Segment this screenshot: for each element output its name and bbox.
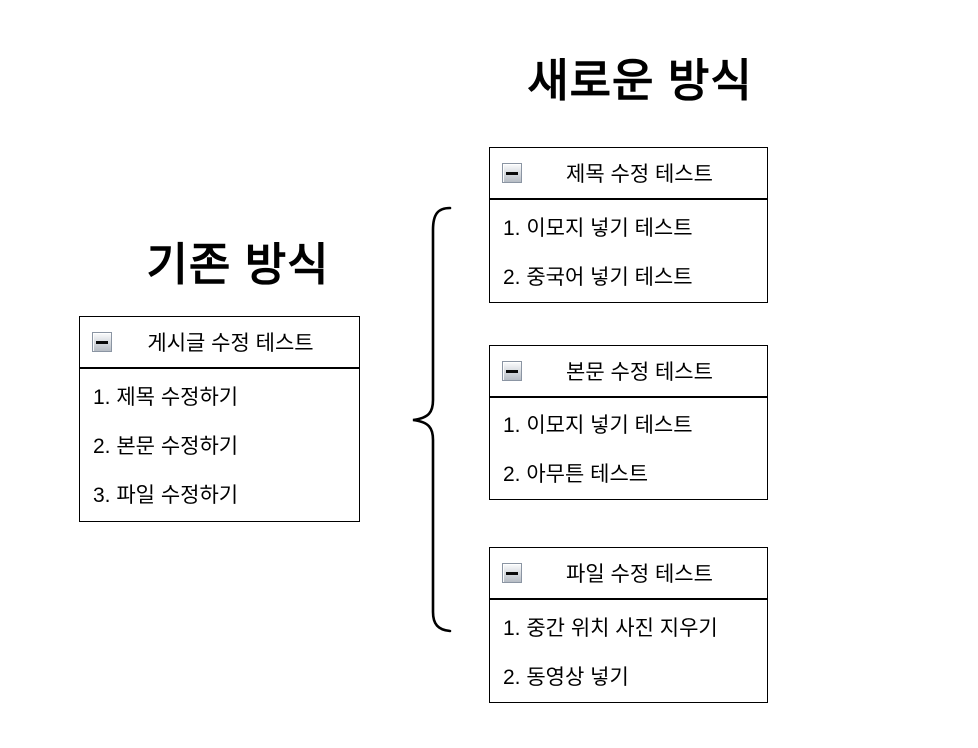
collapse-minus-icon[interactable] — [92, 332, 112, 352]
old-method-box-items: 1. 제목 수정하기 2. 본문 수정하기 3. 파일 수정하기 — [80, 369, 359, 521]
brace-connector — [412, 206, 452, 633]
list-item: 2. 동영상 넣기 — [503, 665, 629, 689]
list-item: 1. 이모지 넣기 테스트 — [503, 414, 693, 438]
new-method-box-title-test: 제목 수정 테스트 1. 이모지 넣기 테스트 2. 중국어 넣기 테스트 — [489, 147, 768, 303]
new-method-box-header: 파일 수정 테스트 — [490, 548, 767, 600]
new-method-box-items: 1. 이모지 넣기 테스트 2. 아무튼 테스트 — [490, 398, 767, 499]
list-item: 1. 중간 위치 사진 지우기 — [503, 616, 718, 640]
list-item: 2. 중국어 넣기 테스트 — [503, 265, 693, 289]
title-old-method: 기존 방식 — [146, 239, 330, 290]
new-method-box-title: 파일 수정 테스트 — [566, 563, 713, 586]
collapse-minus-icon[interactable] — [502, 163, 522, 183]
new-method-box-title: 본문 수정 테스트 — [566, 361, 713, 384]
new-method-box-header: 제목 수정 테스트 — [490, 148, 767, 200]
minus-bar — [506, 171, 518, 175]
list-item: 2. 본문 수정하기 — [93, 434, 239, 458]
title-new-method: 새로운 방식 — [527, 55, 753, 106]
minus-bar — [506, 571, 518, 575]
new-method-box-body-test: 본문 수정 테스트 1. 이모지 넣기 테스트 2. 아무튼 테스트 — [489, 345, 768, 500]
list-item: 2. 아무튼 테스트 — [503, 462, 649, 486]
minus-bar — [506, 369, 518, 373]
new-method-box-title: 제목 수정 테스트 — [566, 163, 713, 186]
list-item: 3. 파일 수정하기 — [93, 484, 239, 508]
old-method-box-title: 게시글 수정 테스트 — [147, 332, 314, 355]
minus-bar — [96, 340, 108, 344]
old-method-box: 게시글 수정 테스트 1. 제목 수정하기 2. 본문 수정하기 3. 파일 수… — [79, 316, 360, 522]
list-item: 1. 제목 수정하기 — [93, 385, 239, 409]
old-method-box-header: 게시글 수정 테스트 — [80, 317, 359, 369]
new-method-box-items: 1. 이모지 넣기 테스트 2. 중국어 넣기 테스트 — [490, 200, 767, 302]
collapse-minus-icon[interactable] — [502, 563, 522, 583]
collapse-minus-icon[interactable] — [502, 361, 522, 381]
list-item: 1. 이모지 넣기 테스트 — [503, 216, 693, 240]
new-method-box-items: 1. 중간 위치 사진 지우기 2. 동영상 넣기 — [490, 600, 767, 702]
new-method-box-file-test: 파일 수정 테스트 1. 중간 위치 사진 지우기 2. 동영상 넣기 — [489, 547, 768, 703]
new-method-box-header: 본문 수정 테스트 — [490, 346, 767, 398]
